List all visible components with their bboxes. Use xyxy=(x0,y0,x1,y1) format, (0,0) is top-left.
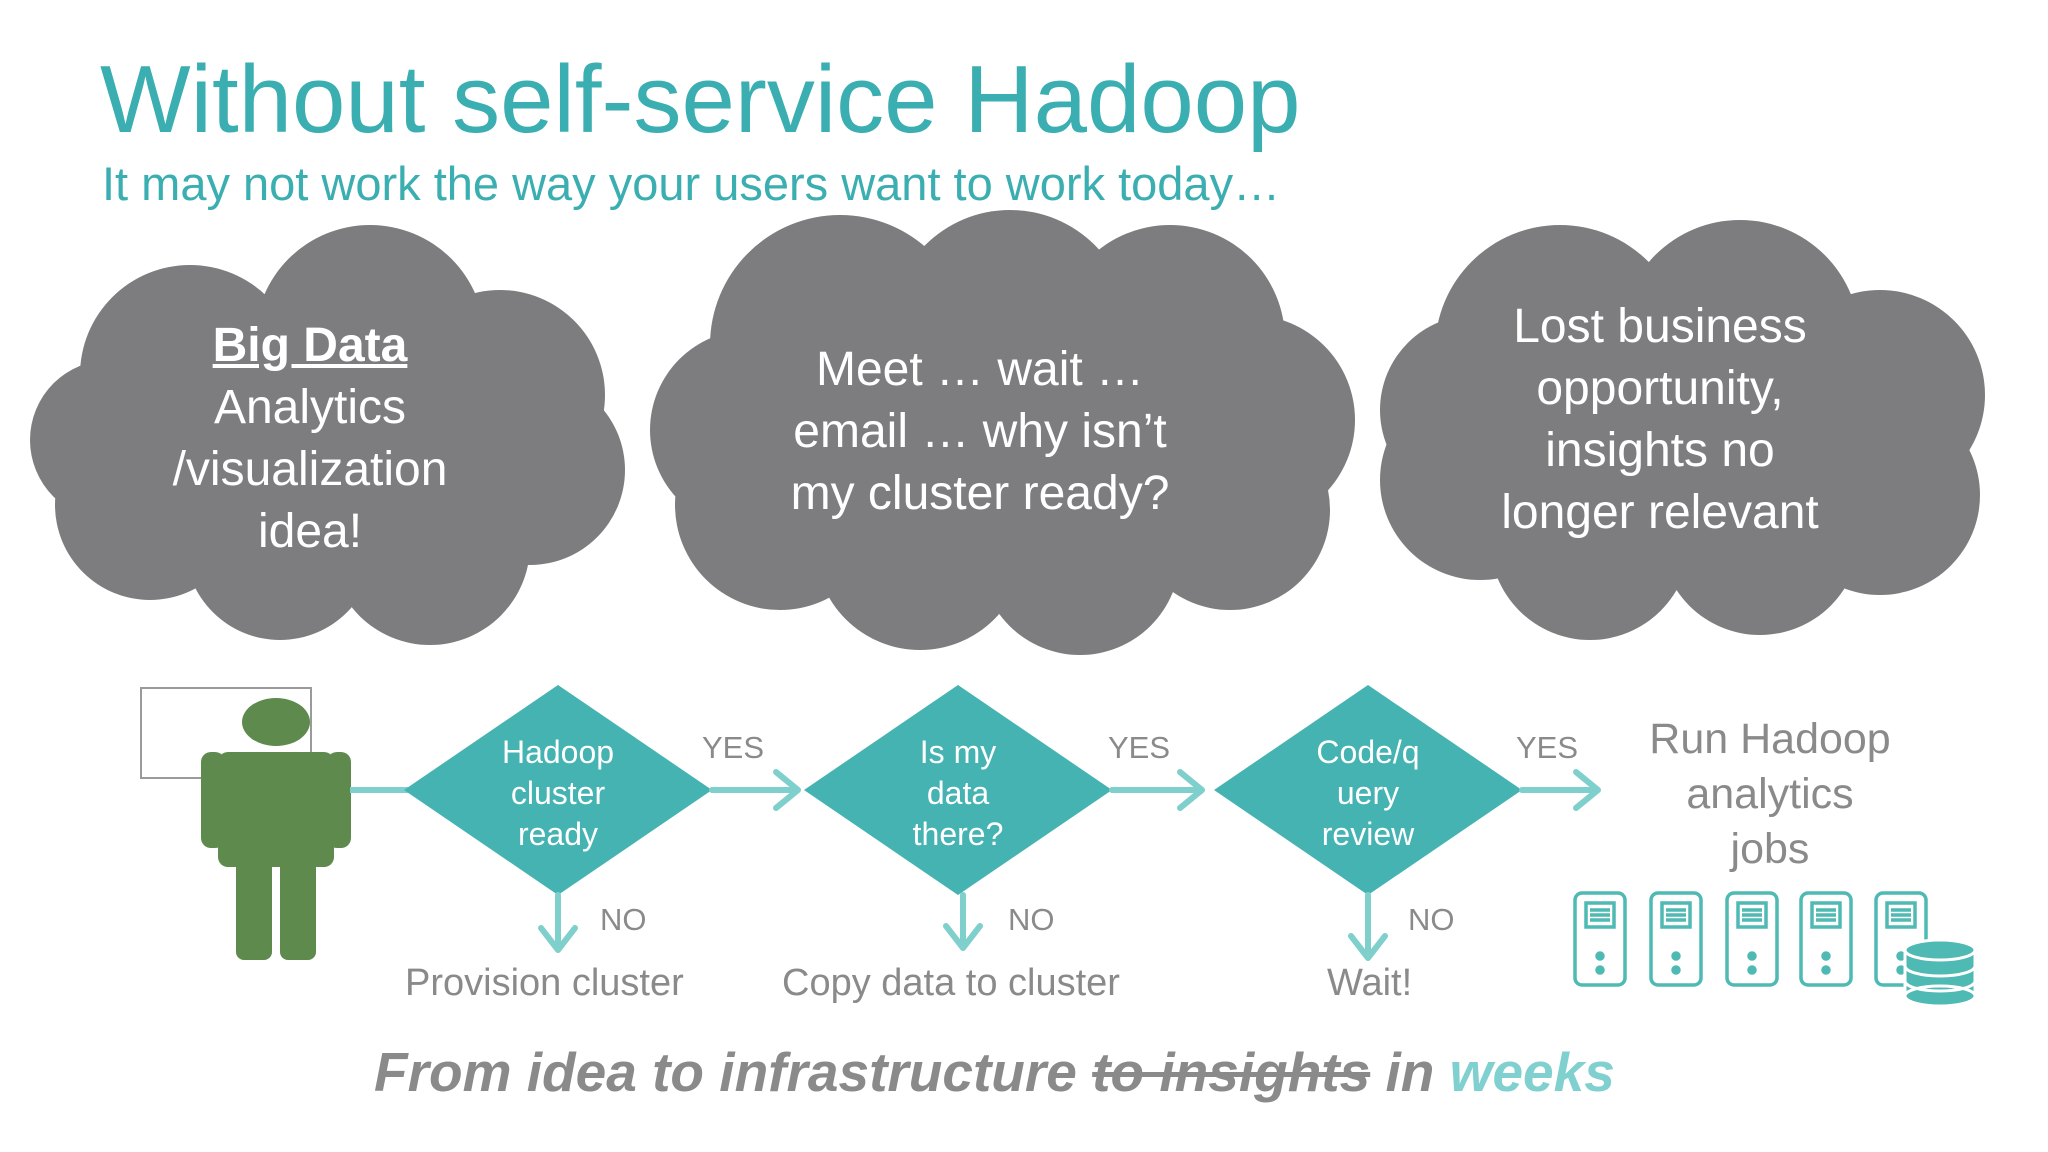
cloud-lost-opportunity-text: Lost business opportunity, insights no l… xyxy=(1450,296,1870,544)
cloud-idea-text: Big Data Analytics /visualization idea! xyxy=(130,315,490,563)
decision-diamond-code-review xyxy=(1214,685,1522,895)
cloud-line: email … why isn’t xyxy=(793,405,1167,458)
tagline-emphasis: weeks xyxy=(1449,1041,1615,1103)
decision-text-code-review: Code/q uery review xyxy=(1316,734,1420,852)
yes-arrow-3 xyxy=(1519,769,1601,811)
cloud-line: Meet … wait … xyxy=(815,343,1145,396)
cloud-line: Analytics xyxy=(213,381,407,434)
no-label: NO xyxy=(1008,902,1055,937)
cloud-line: my cluster ready? xyxy=(790,467,1170,520)
database-icon xyxy=(1903,938,1977,1008)
cloud-line: insights no xyxy=(1545,424,1775,477)
no-outcome-provision: Provision cluster xyxy=(405,962,684,1004)
yes-arrow-1 xyxy=(709,769,801,811)
yes-arrow-2 xyxy=(1109,769,1205,811)
decision-diamond-data-there xyxy=(804,685,1112,895)
no-label: NO xyxy=(1408,902,1455,937)
cloud-heading: Big Data xyxy=(212,319,408,372)
decision-diamond-cluster-ready xyxy=(404,685,712,895)
tagline-struck: to insights xyxy=(1092,1041,1371,1103)
no-arrow-3 xyxy=(1348,892,1388,961)
server-icon xyxy=(1799,891,1853,987)
final-step-run-jobs: Run Hadoop analytics jobs xyxy=(1649,715,1891,873)
user-person-icon xyxy=(201,698,351,960)
server-icon xyxy=(1725,891,1779,987)
cloud-line: idea! xyxy=(257,505,363,558)
yes-label: YES xyxy=(1516,730,1579,765)
cloud-line: longer relevant xyxy=(1501,486,1819,539)
no-label: NO xyxy=(600,902,647,937)
cloud-idea xyxy=(30,225,625,645)
no-arrow-2 xyxy=(943,892,983,951)
slide-title: Without self-service Hadoop xyxy=(100,46,1301,153)
cloud-meet-wait-text: Meet … wait … email … why isn’t my clust… xyxy=(760,339,1200,525)
server-icon xyxy=(1573,891,1627,987)
tagline: From idea to infrastructure to insights … xyxy=(374,1045,1615,1100)
no-arrow-1 xyxy=(538,892,578,953)
decision-text-cluster-ready: Hadoop cluster ready xyxy=(501,734,615,852)
cloud-meet-wait xyxy=(650,210,1355,655)
cloud-line: /visualization xyxy=(172,443,448,496)
cloud-line: opportunity, xyxy=(1536,362,1784,415)
yes-label: YES xyxy=(702,730,765,765)
no-outcome-wait: Wait! xyxy=(1327,962,1413,1004)
slide-subtitle: It may not work the way your users want … xyxy=(102,157,1281,210)
no-outcome-copy-data: Copy data to cluster xyxy=(782,962,1120,1004)
decision-text-data-there: Is my data there? xyxy=(912,734,1004,852)
cloud-lost-opportunity xyxy=(1380,220,1985,640)
yes-label: YES xyxy=(1108,730,1171,765)
cloud-line: Lost business xyxy=(1513,300,1807,353)
server-icon xyxy=(1649,891,1703,987)
tagline-prefix: From idea to infrastructure xyxy=(374,1041,1093,1103)
tagline-middle: in xyxy=(1370,1041,1450,1103)
